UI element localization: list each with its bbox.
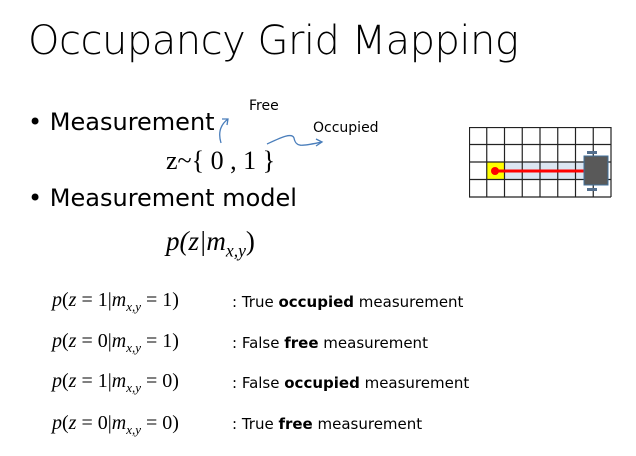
measurement-model-expression: p(z|mx,y) [166,226,255,261]
m-value: 0 [162,370,173,392]
m-value: 0 [162,412,173,434]
desc-post: measurement [354,293,464,311]
bullet-text: Measurement model [49,184,297,212]
row-description: : True occupied measurement [232,293,463,311]
equation-row: p(z = 1|mx,y = 0) [52,370,179,395]
model-sub: x,y [225,240,246,261]
desc-pre: : True [232,293,279,311]
desc-pre: : False [232,334,285,352]
desc-pre: : False [232,374,285,392]
free-label: Free [249,98,279,114]
desc-post: measurement [318,334,428,352]
bullet-measurement: • Measurement [28,108,215,136]
equation-row: p(z = 0|mx,y = 1) [52,330,179,355]
model-suffix: ) [245,226,255,256]
equation-row: p(z = 1|mx,y = 1) [52,289,179,314]
bullet-text: Measurement [49,108,215,136]
desc-pre: : True [232,415,279,433]
free-arrow-icon [219,118,229,144]
occupied-label: Occupied [313,120,379,136]
m-value: 1 [162,289,173,311]
desc-post: measurement [312,415,423,433]
z-value: 0 [97,330,108,352]
row-description: : False free measurement [232,334,428,352]
model-main: p(z|m [166,226,226,256]
z-value: 1 [97,289,108,311]
z-value: 0 [97,412,108,434]
hit-point [491,167,499,175]
measurement-expression: z~{ 0 , 1 } [166,146,276,175]
desc-post: measurement [359,374,470,392]
occupied-arrow-icon [266,134,324,147]
desc-bold: occupied [284,374,360,392]
equation-row: p(z = 0|mx,y = 0) [52,412,179,437]
robot-icon [583,151,609,191]
desc-bold: free [278,415,313,433]
bullet-measurement-model: • Measurement model [28,184,297,212]
slide-title: Occupancy Grid Mapping [28,18,519,64]
desc-bold: free [284,334,319,352]
occupancy-grid-figure [469,127,612,198]
z-value: 1 [97,370,108,392]
m-value: 1 [162,330,173,352]
row-description: : False occupied measurement [232,374,469,392]
row-description: : True free measurement [232,415,422,433]
desc-bold: occupied [278,293,355,311]
